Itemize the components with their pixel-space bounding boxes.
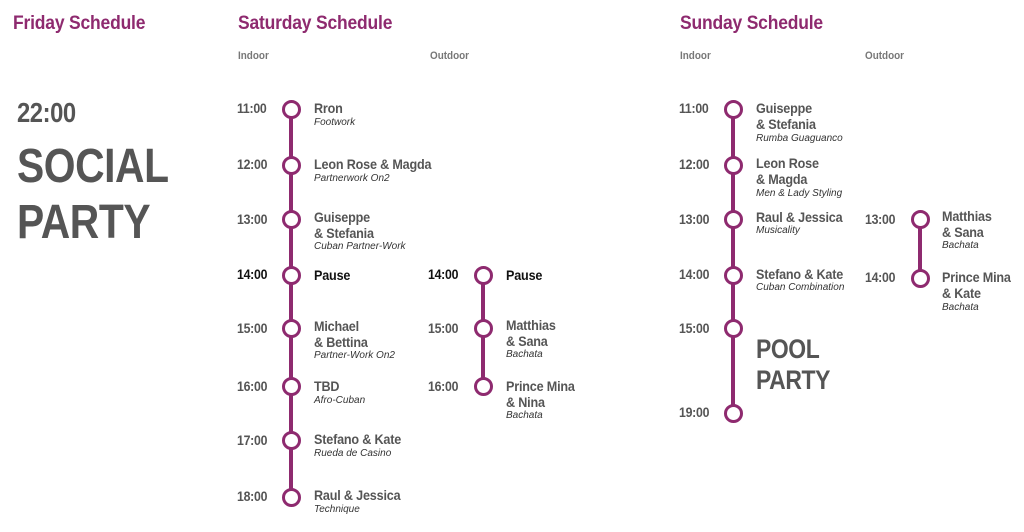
slot-desc: Afro-Cuban	[314, 395, 366, 406]
slot-desc: Bachata	[506, 349, 543, 360]
sunday-outdoor-label: Outdoor	[865, 50, 905, 62]
slot-name: Pause	[314, 267, 351, 283]
slot-desc: Footwork	[314, 117, 356, 128]
slot-desc: Rueda de Casino	[314, 448, 392, 459]
slot-name: Stefano & Kate	[314, 431, 402, 447]
slot-time: 12:00	[679, 156, 710, 172]
slot-time: 14:00	[428, 266, 459, 282]
slot-time: 14:00	[679, 266, 710, 282]
slot-time: 15:00	[237, 320, 268, 336]
timeline-node-icon	[724, 156, 743, 175]
slot-desc: Partnerwork On2	[314, 173, 390, 184]
slot-desc: Rumba Guaguanco	[756, 133, 843, 144]
timeline-node-icon	[282, 266, 301, 285]
slot-name: Rron	[314, 100, 343, 116]
timeline-node-icon	[282, 210, 301, 229]
timeline-node-icon	[911, 210, 930, 229]
friday-heading: Friday Schedule	[13, 13, 146, 34]
friday-event-line1: SOCIAL	[17, 140, 169, 193]
slot-name: Leon Rose& Magda	[756, 155, 819, 187]
timeline-node-icon	[282, 488, 301, 507]
sunday-indoor-label: Indoor	[680, 50, 711, 62]
slot-time: 11:00	[679, 100, 709, 116]
slot-desc: Bachata	[942, 302, 979, 313]
saturday-indoor-timeline	[289, 108, 293, 498]
slot-name: Matthias& Sana	[506, 317, 556, 349]
saturday-outdoor-label: Outdoor	[430, 50, 470, 62]
slot-time: 16:00	[428, 378, 459, 394]
slot-desc: Men & Lady Styling	[756, 188, 843, 199]
sunday-indoor-timeline	[731, 108, 735, 412]
slot-time: 13:00	[679, 211, 710, 227]
timeline-node-icon	[724, 319, 743, 338]
slot-desc: Bachata	[506, 410, 543, 421]
timeline-node-icon	[724, 404, 743, 423]
slot-time: 14:00	[865, 269, 896, 285]
slot-name: Raul & Jessica	[314, 487, 401, 503]
slot-time: 15:00	[679, 320, 710, 336]
timeline-node-icon	[282, 431, 301, 450]
slot-name: Stefano & Kate	[756, 266, 844, 282]
slot-name: Michael& Bettina	[314, 318, 368, 350]
slot-time: 18:00	[237, 488, 268, 504]
timeline-node-icon	[474, 266, 493, 285]
slot-name: Guiseppe& Stefania	[314, 209, 374, 241]
slot-name: TBD	[314, 378, 340, 394]
sunday-outdoor-timeline	[918, 218, 922, 278]
slot-desc: Musicality	[756, 225, 800, 236]
sunday-pool-party-line2: PARTY	[756, 365, 830, 395]
slot-time: 13:00	[865, 211, 896, 227]
timeline-node-icon	[282, 319, 301, 338]
sunday-heading: Sunday Schedule	[680, 13, 823, 34]
timeline-node-icon	[474, 377, 493, 396]
timeline-node-icon	[724, 266, 743, 285]
slot-desc: Cuban Combination	[756, 282, 845, 293]
sunday-pool-party-line1: POOL	[756, 334, 820, 364]
timeline-node-icon	[282, 156, 301, 175]
slot-name: Raul & Jessica	[756, 209, 843, 225]
timeline-node-icon	[724, 210, 743, 229]
timeline-node-icon	[474, 319, 493, 338]
slot-time: 14:00	[237, 266, 268, 282]
slot-time: 16:00	[237, 378, 268, 394]
timeline-node-icon	[911, 269, 930, 288]
slot-name: Guiseppe& Stefania	[756, 100, 816, 132]
slot-desc: Partner-Work On2	[314, 350, 395, 361]
slot-name: Prince Mina& Nina	[506, 378, 575, 410]
friday-event-line2: PARTY	[17, 196, 151, 249]
slot-name: Matthias& Sana	[942, 208, 992, 240]
slot-name: Pause	[506, 267, 543, 283]
slot-desc: Bachata	[942, 240, 979, 251]
slot-time: 17:00	[237, 432, 268, 448]
slot-desc: Cuban Partner-Work	[314, 241, 406, 252]
saturday-heading: Saturday Schedule	[238, 13, 393, 34]
timeline-node-icon	[282, 100, 301, 119]
slot-desc: Technique	[314, 504, 360, 515]
slot-time: 13:00	[237, 211, 268, 227]
slot-time: 15:00	[428, 320, 459, 336]
slot-name: Prince Mina& Kate	[942, 269, 1011, 301]
saturday-indoor-label: Indoor	[238, 50, 269, 62]
slot-name: Leon Rose & Magda	[314, 156, 432, 172]
slot-time: 19:00	[679, 404, 710, 420]
timeline-node-icon	[282, 377, 301, 396]
slot-time: 12:00	[237, 156, 268, 172]
timeline-node-icon	[724, 100, 743, 119]
slot-time: 11:00	[237, 100, 267, 116]
friday-time: 22:00	[17, 97, 76, 128]
